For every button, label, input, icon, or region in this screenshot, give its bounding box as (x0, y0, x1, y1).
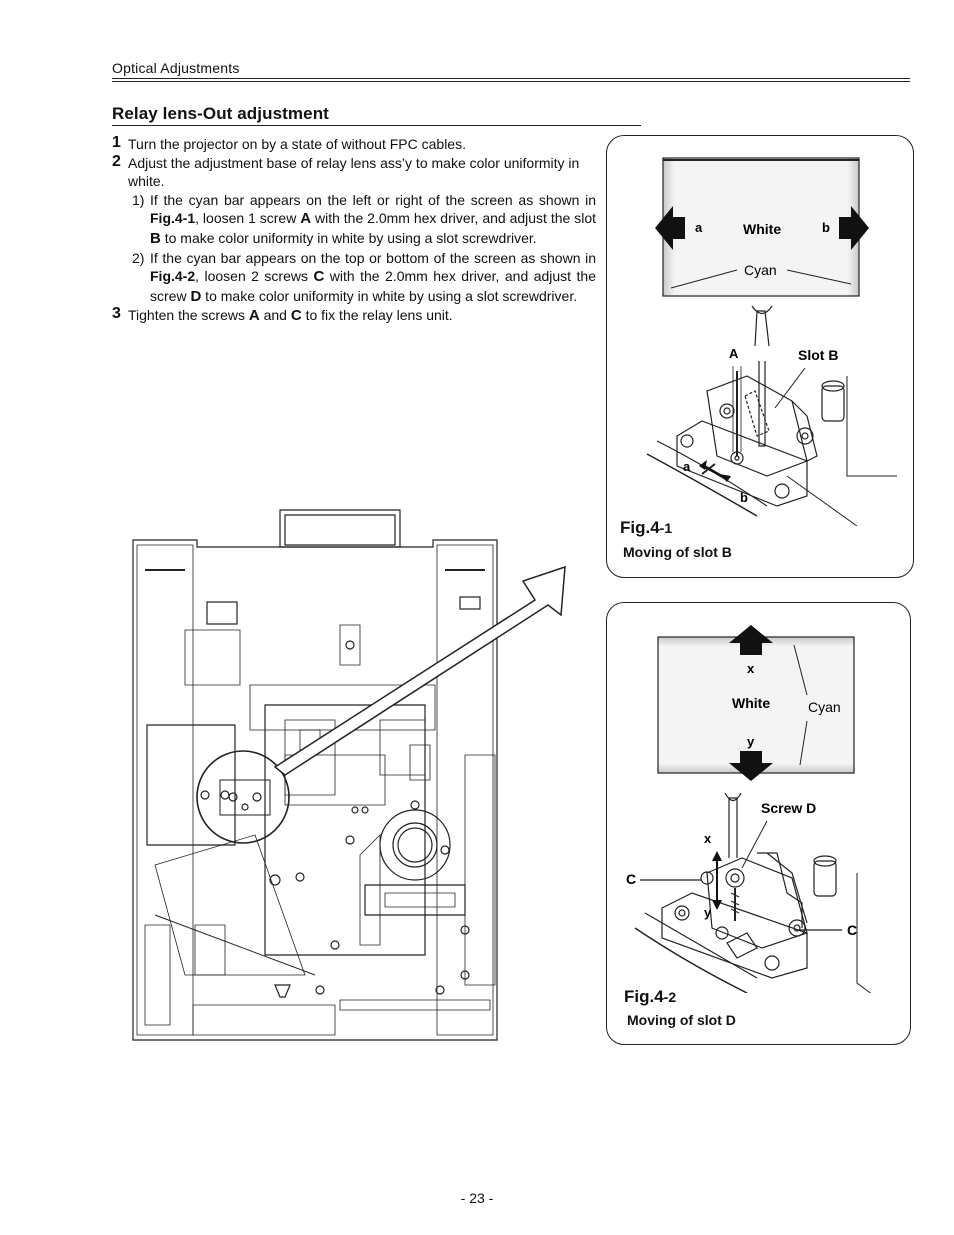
step-text: Tighten the screws (128, 307, 249, 324)
section-header: Optical Adjustments (112, 60, 240, 76)
sub-text: to make color uniformity in white by usi… (201, 287, 578, 304)
page-number: - 23 - (460, 1190, 494, 1206)
figure-4-1-label: Fig.4-1 (620, 518, 672, 538)
sub-text: , loosen 2 screws (195, 268, 314, 285)
screen-preview (662, 157, 860, 297)
step-number: 2 (112, 152, 121, 170)
label-white: White (743, 221, 781, 237)
step-text: and (259, 307, 291, 324)
step-1: 1 Turn the projector on by a state of wi… (112, 134, 596, 154)
page-title: Relay lens-Out adjustment (112, 104, 329, 123)
step-text: Adjust the adjustment base of relay lens… (128, 154, 580, 190)
part-key: D (190, 287, 202, 305)
figure-4-2-diagram: x White y Cyan Screw D x y C C (626, 625, 872, 993)
label-cyan: Cyan (744, 262, 777, 278)
part-key: B (150, 229, 161, 247)
label-dir-y: y (704, 905, 712, 920)
fig-label-sub: -1 (659, 520, 673, 536)
instructions: 1 Turn the projector on by a state of wi… (112, 134, 596, 326)
sub-text: with the 2.0mm hex driver, and adjust th… (150, 268, 596, 304)
relay-lens-bracket-drawing (646, 305, 897, 526)
label-screw-C-right: C (847, 922, 857, 938)
header-rule-thin (112, 81, 910, 82)
sub-number: 2) (132, 249, 145, 266)
projector-bottom-drawing (132, 509, 566, 1041)
header-rule (112, 78, 910, 79)
label-dir-x: x (704, 831, 712, 846)
label-b: b (822, 220, 830, 235)
label-dir-a: a (683, 459, 691, 474)
label-white: White (732, 695, 770, 711)
title-underline (112, 125, 641, 126)
figure-4-1-caption: Moving of slot B (623, 544, 732, 560)
step-text: to fix the relay lens unit. (301, 307, 453, 324)
label-screw-C-left: C (626, 871, 636, 887)
step-2: 2 Adjust the adjustment base of relay le… (112, 152, 596, 191)
relay-lens-bracket-drawing (634, 792, 872, 993)
sub-text: with the 2.0mm hex driver, and adjust th… (311, 210, 596, 227)
fig-label-sub: -2 (663, 989, 677, 1005)
part-key: C (313, 268, 325, 286)
part-key: C (290, 307, 302, 325)
label-slot-B: Slot B (798, 347, 838, 363)
part-key: A (300, 210, 312, 228)
step-2-sub-1: 1) If the cyan bar appears on the left o… (112, 191, 596, 249)
label-x: x (747, 661, 755, 676)
label-cyan: Cyan (808, 699, 841, 715)
arrow-down-icon (729, 751, 773, 781)
step-text: Turn the projector on by a state of with… (128, 136, 466, 152)
sub-number: 1) (132, 191, 145, 208)
figure-ref: Fig.4-2 (150, 268, 196, 285)
arrow-left-icon (655, 206, 685, 250)
label-screw-D: Screw D (761, 800, 816, 816)
figure-4-1-diagram: a b White Cyan A Slot B a b (646, 157, 897, 526)
part-key: A (248, 307, 260, 325)
step-2-sub-2: 2) If the cyan bar appears on the top or… (112, 249, 596, 307)
step-number: 3 (112, 305, 121, 323)
fig-label-main: Fig.4 (620, 518, 660, 537)
label-a: a (695, 220, 703, 235)
step-3: 3 Tighten the screws A and C to fix the … (112, 305, 596, 326)
label-screw-A: A (729, 346, 739, 361)
label-dir-b: b (740, 490, 748, 505)
arrow-right-icon (839, 206, 869, 250)
figure-ref: Fig.4-1 (150, 210, 196, 227)
label-y: y (747, 734, 755, 749)
figure-4-2-caption: Moving of slot D (627, 1012, 736, 1028)
sub-text: If the cyan bar appears on the left or r… (150, 191, 596, 208)
arrow-up-icon (729, 625, 773, 655)
sub-text: , loosen 1 screw (195, 210, 301, 227)
fig-label-main: Fig.4 (624, 987, 664, 1006)
sub-text: If the cyan bar appears on the top or bo… (150, 249, 596, 266)
sub-text: to make color uniformity in white by usi… (160, 229, 537, 246)
figure-4-2-label: Fig.4-2 (624, 987, 676, 1007)
step-number: 1 (112, 134, 121, 151)
